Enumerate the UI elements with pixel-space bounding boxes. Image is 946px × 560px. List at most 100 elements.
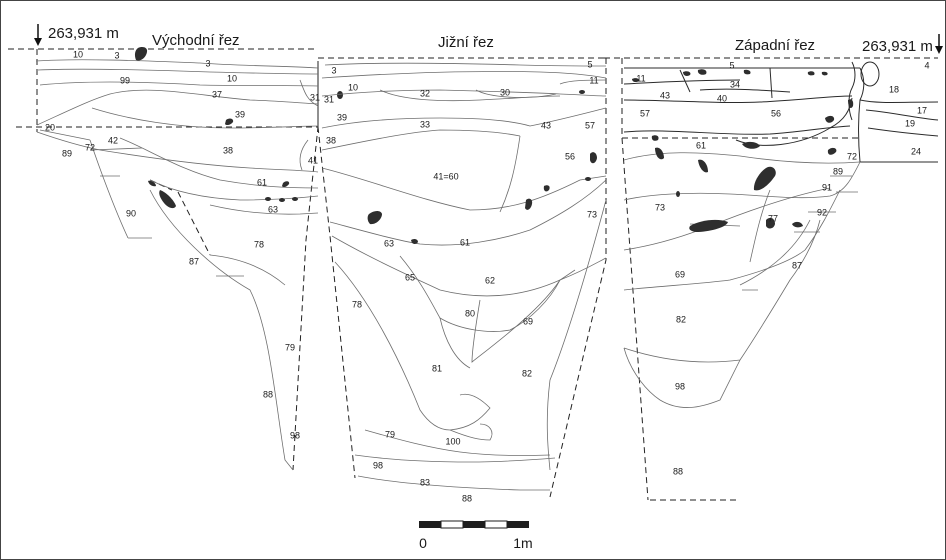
layer-label-west-57: 57 xyxy=(640,108,650,118)
elevation-label-right: 263,931 m xyxy=(862,38,933,55)
layer-label-south-78: 78 xyxy=(352,299,362,309)
layer-label-west-5: 5 xyxy=(729,60,734,70)
layer-label-east-72: 72 xyxy=(85,142,95,152)
scale-bar-segment xyxy=(440,520,464,529)
layer-label-south-33: 33 xyxy=(420,119,430,129)
scale-bar-segment xyxy=(419,521,441,528)
layer-label-east-10b: 10 xyxy=(227,73,237,83)
section-title-east: Východní řez xyxy=(152,32,240,49)
layer-label-west-17: 17 xyxy=(917,105,927,115)
layer-label-south-79: 79 xyxy=(385,429,395,439)
layer-label-south-81: 81 xyxy=(432,363,442,373)
layer-label-south-3: 3 xyxy=(331,65,336,75)
layer-label-west-24: 24 xyxy=(911,146,921,156)
layer-label-west-43: 43 xyxy=(660,90,670,100)
datum-lines xyxy=(8,48,938,139)
layer-label-south-39: 39 xyxy=(337,112,347,122)
layer-label-west-34: 34 xyxy=(730,79,740,89)
layer-label-east-63: 63 xyxy=(268,204,278,214)
layer-label-south-5: 5 xyxy=(587,59,592,69)
layer-label-south-10: 10 xyxy=(348,82,358,92)
layer-label-south-80: 80 xyxy=(465,308,475,318)
layer-label-east-79: 79 xyxy=(285,342,295,352)
layer-label-west-77: 77 xyxy=(768,213,778,223)
scale-bar-segment xyxy=(507,521,529,528)
layer-label-south-57: 57 xyxy=(585,120,595,130)
layer-label-south-61: 61 xyxy=(460,237,470,247)
layer-label-south-63: 63 xyxy=(384,238,394,248)
layer-label-south-100: 100 xyxy=(445,436,460,446)
layer-label-south-82: 82 xyxy=(522,368,532,378)
layer-label-east-39: 39 xyxy=(235,109,245,119)
layer-label-south-43: 43 xyxy=(541,120,551,130)
elevation-marker-left: 263,931 m xyxy=(34,24,119,46)
elevation-arrowhead-right-icon xyxy=(935,46,943,54)
layer-label-south-83: 83 xyxy=(420,477,430,487)
scale-bar: 0 1m xyxy=(419,520,533,551)
layer-label-south-11: 11 xyxy=(589,75,598,85)
layer-label-south-56: 56 xyxy=(565,151,575,161)
layer-label-west-11: 11 xyxy=(636,73,645,83)
elevation-marker-right: 263,931 m xyxy=(862,34,943,55)
layer-label-west-69: 69 xyxy=(675,269,685,279)
layer-label-east-90: 90 xyxy=(126,208,136,218)
layer-label-east-31b: 31 xyxy=(324,94,334,104)
layer-label-west-98: 98 xyxy=(675,381,685,391)
layer-label-south-65: 65 xyxy=(405,272,415,282)
layer-label-south-30: 30 xyxy=(500,87,510,97)
layer-label-east-78: 78 xyxy=(254,239,264,249)
layer-label-west-92: 92 xyxy=(817,207,827,217)
west-section xyxy=(621,58,939,501)
layer-label-south-62: 62 xyxy=(485,275,495,285)
layer-label-east-99: 99 xyxy=(120,75,130,85)
east-section xyxy=(35,47,343,471)
layer-label-east-20: 20 xyxy=(45,122,55,132)
section-title-west: Západní řez xyxy=(735,37,815,54)
layer-label-south-98: 98 xyxy=(373,460,383,470)
layer-label-east-31a: 31 xyxy=(310,92,320,102)
layer-label-west-91: 91 xyxy=(822,182,832,192)
layer-label-west-87: 87 xyxy=(792,260,802,270)
layer-label-south-38: 38 xyxy=(326,135,336,145)
south-section xyxy=(317,58,607,498)
elevation-arrowhead-left-icon xyxy=(34,38,42,46)
layer-label-west-72: 72 xyxy=(847,151,857,161)
layer-label-west-40: 40 xyxy=(717,93,727,103)
layer-label-east-3b: 3 xyxy=(205,58,210,68)
layer-label-east-61: 61 xyxy=(257,177,267,187)
scale-bar-start-label: 0 xyxy=(419,535,427,551)
scale-bar-segment xyxy=(484,520,508,529)
layer-label-west-88: 88 xyxy=(673,466,683,476)
layer-label-west-61: 61 xyxy=(696,140,706,150)
layer-label-east-10: 10 xyxy=(73,49,83,59)
layer-label-east-42: 42 xyxy=(108,135,118,145)
layer-label-south-73: 73 xyxy=(587,209,597,219)
scale-bar-segment xyxy=(463,521,485,528)
layer-label-west-82: 82 xyxy=(676,314,686,324)
layer-label-east-98: 98 xyxy=(290,430,300,440)
layer-label-east-37: 37 xyxy=(212,89,222,99)
layer-label-south-69: 69 xyxy=(523,316,533,326)
layer-label-east-88: 88 xyxy=(263,389,273,399)
layer-label-east-41: 41 xyxy=(308,155,318,165)
layer-label-east-87: 87 xyxy=(189,256,199,266)
layer-label-west-4: 4 xyxy=(924,60,929,70)
layer-label-west-18: 18 xyxy=(889,84,899,94)
layer-label-east-38: 38 xyxy=(223,145,233,155)
elevation-label-left: 263,931 m xyxy=(48,25,119,42)
scale-bar-end-label: 1m xyxy=(513,535,532,551)
layer-label-west-73: 73 xyxy=(655,202,665,212)
layer-label-west-56: 56 xyxy=(771,108,781,118)
layer-label-west-19: 19 xyxy=(905,118,915,128)
layer-label-south-32: 32 xyxy=(420,88,430,98)
layer-label-east-3a: 3 xyxy=(114,50,119,60)
layer-label-south-41-60: 41=60 xyxy=(433,171,458,181)
section-title-south: Jižní řez xyxy=(438,34,494,51)
layer-label-west-89: 89 xyxy=(833,166,843,176)
layer-label-east-89: 89 xyxy=(62,148,72,158)
layer-label-south-88: 88 xyxy=(462,493,472,503)
